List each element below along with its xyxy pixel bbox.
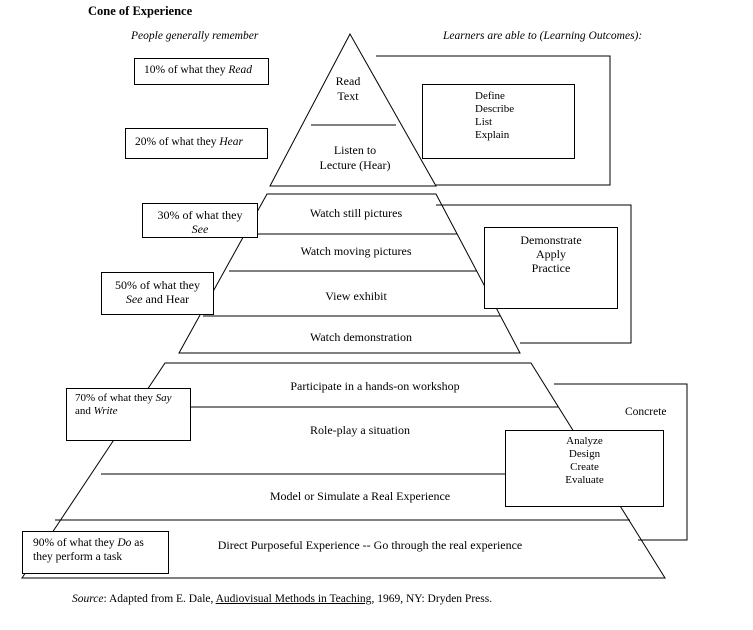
source-footnote: Source: Adapted from E. Dale, Audiovisua… (72, 593, 493, 605)
layer-view-exhibit: View exhibit (325, 289, 387, 303)
right-column-header: Learners are able to (Learning Outcomes)… (443, 30, 643, 42)
diagram-title: Cone of Experience (88, 4, 193, 18)
concrete-label: Concrete (625, 406, 667, 418)
remember-20-hear: 20% of what they Hear (125, 128, 268, 159)
bracket-middle (436, 204, 632, 344)
bracket-bottom (554, 383, 688, 541)
remember-10-read: 10% of what they Read (134, 58, 269, 85)
cone-bottom-trapezoid (21, 362, 666, 579)
outcomes-analyze-evaluate: Analyze Design Create Evaluate (505, 430, 664, 507)
outcomes-define-explain: Define Describe List Explain (422, 84, 575, 159)
outcomes-demonstrate-practice: Demonstrate Apply Practice (484, 227, 618, 309)
cone-top-triangle (269, 32, 437, 187)
layer-watch-moving-pictures: Watch moving pictures (300, 244, 412, 258)
layer-watch-still-pictures: Watch still pictures (309, 206, 403, 220)
bracket-top (376, 55, 611, 186)
layer-hands-on-workshop: Participate in a hands-on workshop (290, 379, 460, 393)
layer-watch-demonstration: Watch demonstration (309, 330, 412, 344)
layer-model-simulate: Model or Simulate a Real Experience (269, 489, 451, 503)
layer-role-play: Role-play a situation (310, 423, 410, 437)
left-column-header: People generally remember (131, 30, 259, 42)
layer-direct-experience: Direct Purposeful Experience -- Go throu… (217, 538, 523, 552)
